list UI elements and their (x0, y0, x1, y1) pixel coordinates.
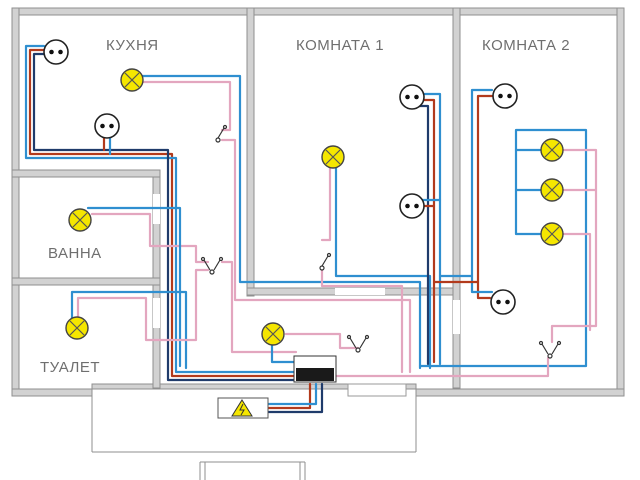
lamp-icon (120, 68, 144, 92)
wire-room1-lamp-n (334, 166, 432, 370)
entrance-area (91, 396, 417, 480)
socket-icon (399, 193, 425, 219)
walls (11, 7, 625, 397)
outer-wall-top (11, 7, 625, 16)
socket-icon (490, 289, 516, 315)
wire-trunk-red (28, 48, 298, 378)
wiring (24, 44, 598, 414)
door-toilet (153, 298, 160, 328)
distribution-box (293, 355, 337, 383)
wire-kitchen-lamp (138, 80, 232, 132)
wire-meter-dark (266, 382, 324, 414)
wire-bath-switch (220, 260, 298, 354)
wire-trunk-blue (24, 44, 298, 374)
switches (200, 124, 562, 359)
room-label-toilet: ТУАЛЕТ (40, 359, 100, 376)
wall-bath-toilet (11, 277, 161, 286)
wire-kitchen-switch (220, 138, 412, 374)
switch-icon (538, 340, 562, 359)
door-room1 (335, 288, 385, 295)
wire-room1-lamp (320, 166, 332, 242)
socket-icon (94, 113, 120, 139)
wire-room2-lamps-n (418, 128, 588, 368)
wire-room2-switch (332, 356, 550, 378)
wire-toilet-lamp-n (70, 290, 188, 370)
electric-meter-icon (217, 397, 269, 419)
wire-room2-lamp3-l (562, 232, 592, 332)
outer-wall-bottom-mid (91, 383, 417, 390)
lamp-icon (321, 145, 345, 169)
room-label-room1: КОМНАТА 1 (296, 37, 384, 54)
wire-room2-lamp2-n (514, 148, 542, 192)
socket-icon (43, 39, 69, 65)
wire-hall-lamp-n (270, 344, 298, 364)
wall-kitchen-bath (11, 169, 161, 178)
wire-kitchen-lamp-n (138, 74, 422, 370)
socket-icon (492, 83, 518, 109)
wire-room2-lamps-l (550, 148, 598, 344)
outer-wall-left (11, 7, 20, 397)
switch-icon (200, 256, 224, 275)
outer-wall-bottom-right (415, 388, 625, 397)
socket-icon (399, 84, 425, 110)
sockets (43, 39, 518, 315)
wire-trunk-dark (32, 52, 298, 382)
wire-toilet-lamp (76, 268, 210, 342)
lamps (65, 68, 564, 346)
wire-meter-blue (266, 382, 318, 406)
door-entrance (347, 383, 407, 397)
room-label-room2: КОМНАТА 2 (482, 37, 570, 54)
wall-room1-room2 (452, 7, 461, 389)
switch-icon (215, 124, 228, 143)
lamp-icon (65, 316, 89, 340)
wire-room2-sockets-red (476, 94, 494, 300)
wire-meter-red (266, 382, 312, 410)
switch-icon (346, 334, 370, 353)
lamp-icon (68, 208, 92, 232)
wire-bath-lamp (90, 212, 210, 264)
room-label-bath: ВАННА (48, 245, 102, 262)
room-label-kitchen: КУХНЯ (106, 37, 159, 54)
wire-room2-sockets-blue (470, 88, 494, 294)
wire-room1-switch (320, 268, 404, 374)
wire-hall-lamp (284, 332, 360, 350)
lamp-icon (261, 322, 285, 346)
switch-icon (319, 252, 332, 271)
door-room2 (453, 300, 460, 334)
wall-kitchen-room1 (246, 7, 255, 297)
lamp-icon (540, 138, 564, 162)
outer-wall-right (616, 7, 625, 397)
wire-bath-lamp-n (86, 206, 182, 368)
lamp-icon (540, 178, 564, 202)
outer-wall-bottom-left (11, 388, 93, 397)
lamp-icon (540, 222, 564, 246)
wire-room2-lamp3-n (514, 188, 542, 236)
